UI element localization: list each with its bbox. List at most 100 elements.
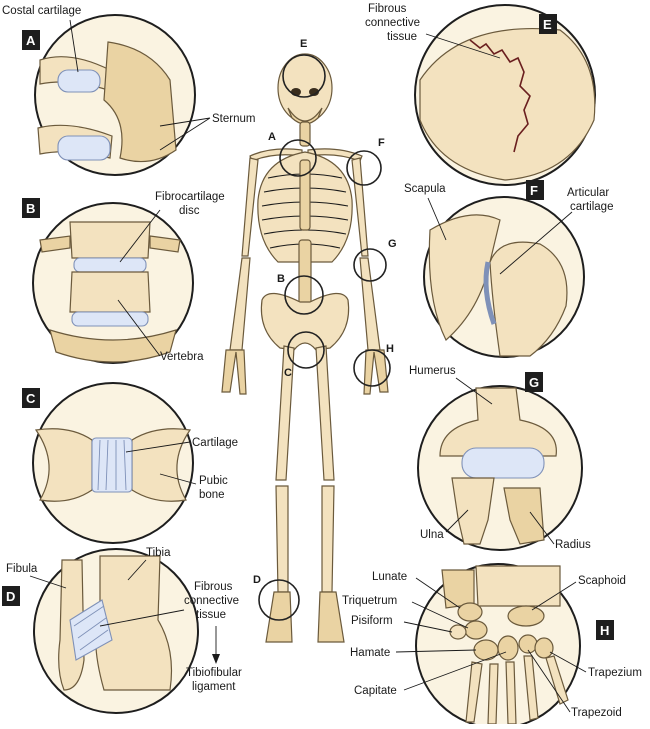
label-fibula: Fibula [6, 563, 38, 575]
femur-right [315, 345, 335, 481]
skeleton-markers: E A F G B C H D [253, 38, 397, 621]
label-lunate: Lunate [372, 571, 407, 583]
panel-f-badge [526, 180, 544, 200]
foot-left [265, 591, 293, 643]
leader-pisiform [403, 621, 453, 633]
panel-h-letter: H [600, 623, 609, 638]
leader-costal-cartilage [69, 19, 79, 73]
label-articular: Articular [567, 187, 609, 199]
panel-h-hamate [473, 639, 499, 661]
marker-letter-a: A [268, 131, 276, 143]
panel-b-process-left [39, 235, 71, 253]
panel-e-skull [419, 27, 596, 181]
label-bone: bone [199, 489, 225, 501]
panel-g-ulna [451, 477, 495, 545]
marker-ring-h [353, 349, 391, 387]
label-scaphoid: Scaphoid [578, 575, 626, 587]
panel-h: H Lunate Scaphoid Triquetrum Pisiform Ha… [342, 563, 642, 729]
panel-b-vertebra-mid [69, 271, 151, 313]
label-costal-cartilage: Costal cartilage [2, 5, 81, 17]
panel-g-articular-cartilage [461, 447, 545, 479]
panel-e: E Fibrous connective tissue [365, 3, 596, 186]
leader-fibula [29, 575, 67, 589]
neck-spine [299, 121, 311, 147]
marker-letter-b: B [277, 273, 285, 285]
panel-a-costal-cartilage-2 [57, 135, 111, 161]
panel-d-badge [2, 586, 20, 606]
panel-b-badge [22, 198, 40, 218]
hand-right [363, 349, 389, 395]
label-scapula: Scapula [404, 183, 446, 195]
label-e-connective: connective [365, 17, 420, 29]
marker-ring-b [284, 275, 324, 315]
label-e-fibrous: Fibrous [368, 3, 407, 15]
panel-h-lunate [457, 602, 483, 622]
skeleton [221, 53, 389, 643]
panel-f-articular-cartilage [483, 261, 497, 325]
label-pisiform: Pisiform [351, 615, 393, 627]
femur-left [275, 345, 295, 481]
label-disc: disc [179, 205, 200, 217]
leader-trapezium [549, 651, 587, 673]
leader-pubic-bone [159, 473, 197, 485]
panel-c-pubic-left [34, 428, 93, 502]
panel-a: A Costal cartilage Sternum [2, 5, 255, 176]
hand-left [221, 349, 247, 395]
panel-c-badge [22, 388, 40, 408]
leader-fibrocartilage [119, 209, 161, 263]
panel-g-radius [503, 487, 545, 545]
sternum [299, 159, 311, 231]
marker-ring-c [287, 331, 325, 369]
leader-sternum [159, 117, 211, 151]
panel-d-letter: D [6, 589, 15, 604]
panel-g: G Humerus Ulna Radius [409, 365, 591, 551]
panel-b-process-right [149, 235, 181, 253]
marker-letter-e: E [300, 38, 307, 50]
panel-a-costal-cartilage-1 [57, 69, 101, 93]
leader-hamate [395, 649, 477, 653]
leader-cartilage [125, 441, 191, 453]
panel-e-letter: E [543, 17, 552, 32]
panel-h-radius-distal [475, 565, 561, 607]
marker-ring-g [353, 248, 387, 282]
label-pubic: Pubic [199, 475, 228, 487]
label-triquetrum: Triquetrum [342, 595, 397, 607]
panel-d-ligament-lines [73, 605, 109, 651]
leader-capitate [403, 651, 507, 691]
panel-b-vertebra-top [69, 221, 151, 259]
label-sternum: Sternum [212, 113, 255, 125]
panel-h-trapezium [534, 637, 554, 659]
humerus-left [241, 157, 259, 257]
label-ligament: ligament [192, 681, 236, 693]
panel-c-pubic-right [131, 428, 192, 502]
tibia-right [321, 485, 335, 593]
marker-ring-d [258, 579, 300, 621]
lumbar-spine [298, 239, 312, 307]
panel-f-letter: F [530, 183, 538, 198]
label-d-fibrous: Fibrous [194, 581, 233, 593]
panel-e-badge [539, 14, 557, 34]
panel-d-ligament [69, 599, 113, 661]
leader-lunate [415, 577, 461, 609]
label-tibiofibular: Tibiofibular [186, 667, 242, 679]
panel-g-humerus [439, 387, 557, 457]
humerus-right [351, 157, 369, 257]
foot-right [317, 591, 345, 643]
marker-letter-f: F [378, 137, 385, 149]
panel-h-ulna-distal [441, 569, 475, 609]
leader-radius [529, 511, 555, 545]
leader-e-fibrous [425, 33, 501, 59]
marker-ring-f [346, 150, 382, 186]
panel-e-suture [469, 39, 531, 153]
panel-g-badge [525, 372, 543, 392]
panel-h-scaphoid [507, 605, 545, 627]
panel-b-letter: B [26, 201, 35, 216]
panel-f: F Scapula Articular cartilage [404, 180, 613, 358]
leader-d-fibrous [99, 609, 185, 627]
forearm-right [359, 257, 381, 351]
marker-ring-e [282, 54, 326, 98]
leader-trapezoid [527, 649, 571, 713]
forearm-left [229, 257, 251, 351]
